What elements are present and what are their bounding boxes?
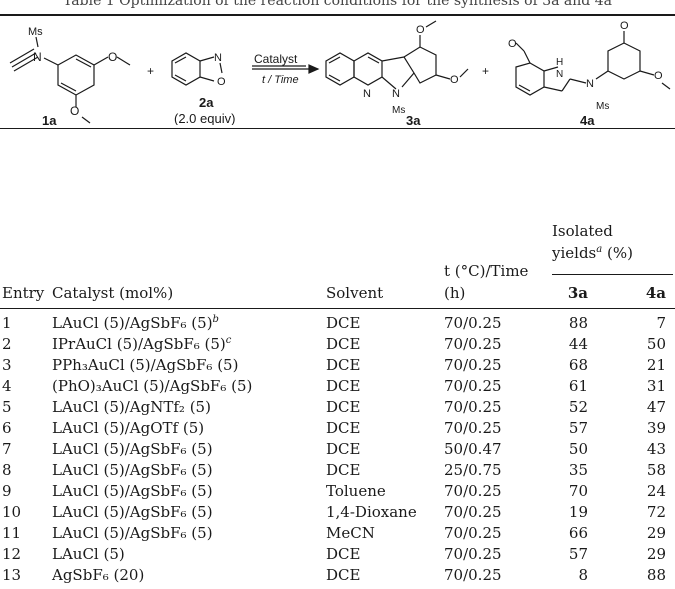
table-row: 4 (PhO)₃AuCl (5)/AgSbF₆ (5) DCE 70/0.25 … (2, 377, 666, 395)
scheme-bottom-rule (0, 128, 675, 129)
plus-sign: + (147, 64, 154, 78)
header-solvent: Solvent (326, 284, 384, 302)
table-row: 7 LAuCl (5)/AgSbF₆ (5) DCE 50/0.47 50 43 (2, 440, 666, 458)
svg-text:Ms: Ms (596, 101, 609, 112)
header-4a: 4a (645, 284, 666, 302)
table-row: 9 LAuCl (5)/AgSbF₆ (5) Toluene 70/0.25 7… (2, 482, 666, 500)
header-t-line1: t (°C)/Time (444, 262, 529, 280)
svg-text:O: O (620, 20, 629, 32)
table-row: 13 AgSbF₆ (20) DCE 70/0.25 8 88 (2, 566, 666, 584)
arrow-conditions-label: t / Time (262, 74, 299, 86)
svg-text:N: N (392, 88, 400, 100)
table-row: 8 LAuCl (5)/AgSbF₆ (5) DCE 25/0.75 35 58 (2, 461, 666, 479)
svg-text:N: N (586, 78, 594, 90)
svg-text:O: O (70, 104, 79, 118)
svg-text:N: N (214, 52, 222, 64)
table-row: 6 LAuCl (5)/AgOTf (5) DCE 70/0.25 57 39 (2, 419, 666, 437)
table-row: 10 LAuCl (5)/AgSbF₆ (5) 1,4-Dioxane 70/0… (2, 503, 666, 521)
ms-group: Ms (28, 26, 43, 38)
table-row: 1 LAuCl (5)/AgSbF₆ (5)b DCE 70/0.25 88 7 (2, 314, 666, 332)
arrow-catalyst-label: Catalyst (254, 52, 298, 66)
svg-text:O: O (450, 74, 459, 86)
table-row: 3 PPh₃AuCl (5)/AgSbF₆ (5) DCE 70/0.25 68… (2, 356, 666, 374)
svg-text:+: + (482, 64, 489, 78)
header-isolated-line1: Isolated (552, 222, 613, 240)
compound-1a-structure: N Ms O O 1a (9, 26, 131, 125)
header-entry: Entry (2, 284, 45, 302)
o-atom: O (108, 50, 117, 64)
compound-3a-structure: N N Ms O O 3a (325, 20, 469, 125)
svg-text:O: O (654, 70, 663, 82)
table-row: 5 LAuCl (5)/AgNTf₂ (5) DCE 70/0.25 52 47 (2, 398, 666, 416)
svg-text:N: N (363, 88, 371, 100)
compound-4a-label: 4a (580, 113, 595, 125)
svg-text:O: O (416, 24, 425, 36)
header-bottom-rule (0, 308, 675, 309)
table-row: 12 LAuCl (5) DCE 70/0.25 57 29 (2, 545, 666, 563)
compound-4a-structure: O H N N Ms O O 4a (508, 20, 671, 125)
compound-2a-structure: N O 2a (2.0 equiv) (171, 52, 235, 125)
header-t-line2: (h) (444, 284, 466, 302)
n-atom: N (33, 50, 42, 64)
compound-2a-equiv: (2.0 equiv) (174, 111, 235, 125)
top-rule (0, 14, 675, 16)
header-3a: 3a (567, 284, 588, 302)
svg-text:Ms: Ms (392, 105, 405, 116)
header-catalyst: Catalyst (mol%) (52, 284, 174, 302)
table-row: 11 LAuCl (5)/AgSbF₆ (5) MeCN 70/0.25 66 … (2, 524, 666, 542)
reaction-scheme: N Ms O O 1a + N O 2a (2.0 equiv) Catalys… (9, 20, 671, 125)
svg-text:H: H (556, 57, 563, 68)
svg-text:O: O (508, 38, 517, 50)
compound-2a-label: 2a (199, 95, 214, 110)
compound-1a-label: 1a (42, 113, 57, 125)
header-isolated-line2: yieldsa (%) (552, 244, 633, 262)
svg-text:N: N (556, 69, 563, 80)
header-subrule (552, 274, 673, 275)
svg-text:O: O (217, 76, 226, 88)
reaction-arrow: Catalyst t / Time (252, 52, 320, 86)
table-caption: Table 1 Optimization of the reaction con… (63, 0, 612, 9)
table-row: 2 IPrAuCl (5)/AgSbF₆ (5)c DCE 70/0.25 44… (2, 335, 666, 353)
compound-3a-label: 3a (406, 113, 421, 125)
